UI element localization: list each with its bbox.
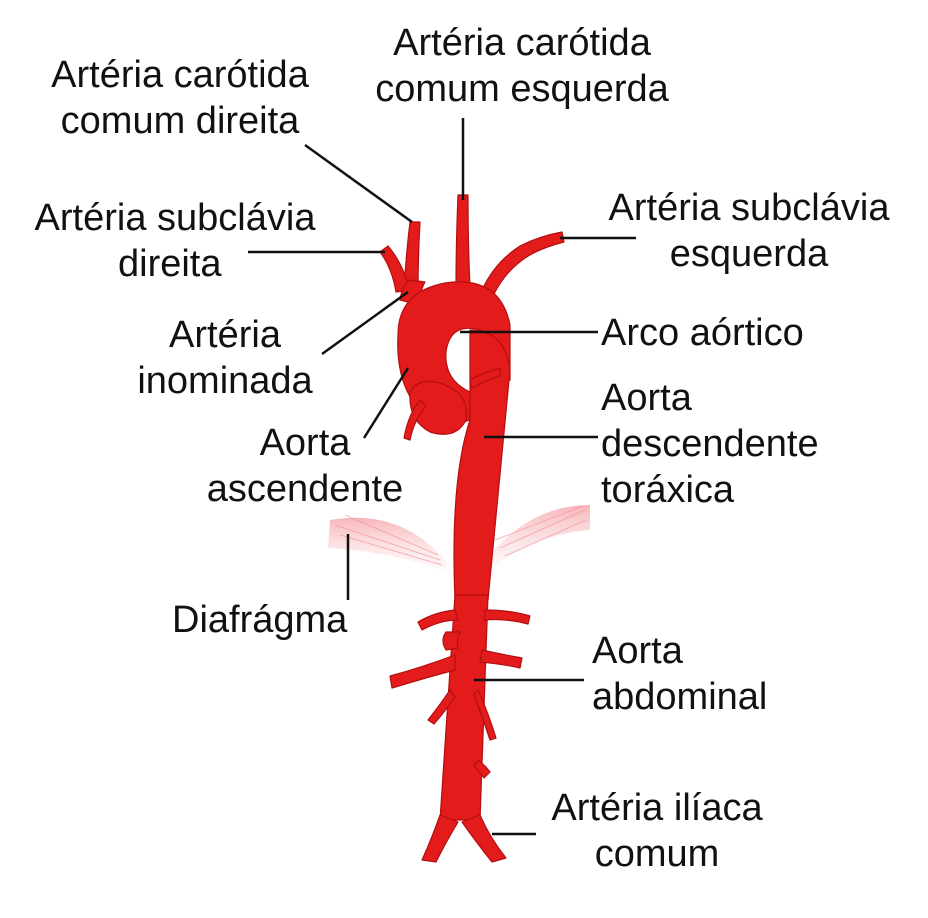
label-line: Diafrágma <box>172 599 348 641</box>
label-line: comum direita <box>60 100 300 142</box>
label-subclavia-direita: Artéria subclávia direita <box>10 195 340 287</box>
label-line: inominada <box>137 360 313 402</box>
diaphragm-muscle <box>328 505 590 572</box>
aorta-vessel <box>379 194 565 863</box>
label-aorta-ascendente: Aorta ascendente <box>190 420 420 512</box>
label-diafragma: Diafrágma <box>172 597 347 643</box>
right-common-carotid <box>403 221 421 293</box>
label-line: Aorta <box>601 377 692 419</box>
label-line: direita <box>118 243 222 285</box>
leader-inominada <box>321 290 409 356</box>
label-carotida-comum-direita: Artéria carótida comum direita <box>30 52 330 144</box>
celiac-branch-right <box>483 609 531 625</box>
leader-lines <box>248 118 636 836</box>
left-subclavian <box>481 231 565 295</box>
label-line: comum <box>594 833 720 875</box>
left-common-carotid <box>455 194 471 288</box>
descending-thoracic-aorta <box>453 329 511 601</box>
label-iliaca-comum: Artéria ilíaca comum <box>532 785 782 877</box>
renal-right <box>479 649 523 669</box>
label-line: Arco aórtico <box>601 312 804 354</box>
label-line: esquerda <box>669 233 829 275</box>
coronary-branch <box>403 399 427 441</box>
label-subclavia-esquerda: Artéria subclávia esquerda <box>584 185 914 277</box>
lumbar-right <box>473 689 497 741</box>
label-line: Aorta <box>592 630 683 672</box>
label-line: Artéria ilíaca <box>551 787 763 829</box>
label-aorta-abdominal: Aorta abdominal <box>592 628 767 720</box>
label-line: Artéria carótida <box>51 54 309 96</box>
label-line: descendente <box>601 423 819 465</box>
label-line: Aorta <box>259 422 351 464</box>
leader-aorta-ascendente <box>362 367 410 439</box>
arch-small-branch <box>469 367 501 389</box>
aortic-root <box>409 380 468 435</box>
label-line: Artéria subclávia <box>34 197 316 239</box>
mesenteric-stub <box>442 631 461 651</box>
celiac-branch-left <box>417 609 459 631</box>
label-line: Artéria subclávia <box>608 187 890 229</box>
right-subclavian <box>379 245 411 293</box>
label-carotida-comum-esquerda: Artéria carótida comum esquerda <box>352 20 692 112</box>
label-line: toráxica <box>601 469 735 511</box>
inferior-mesenteric <box>473 759 491 779</box>
label-line: comum esquerda <box>375 68 669 110</box>
leader-carotida-direita <box>304 143 413 224</box>
label-line: Artéria carótida <box>393 22 651 64</box>
right-common-iliac <box>461 814 507 863</box>
label-arco-aortico: Arco aórtico <box>601 310 804 356</box>
label-line: ascendente <box>206 468 404 510</box>
renal-left <box>389 654 456 689</box>
lumbar-left <box>427 689 456 725</box>
label-inominada: Artéria inominada <box>120 312 330 404</box>
label-aorta-descendente-toracica: Aorta descendente toráxica <box>601 375 819 513</box>
label-line: abdominal <box>592 676 768 718</box>
label-line: Artéria <box>169 314 281 356</box>
left-common-iliac <box>421 814 459 863</box>
